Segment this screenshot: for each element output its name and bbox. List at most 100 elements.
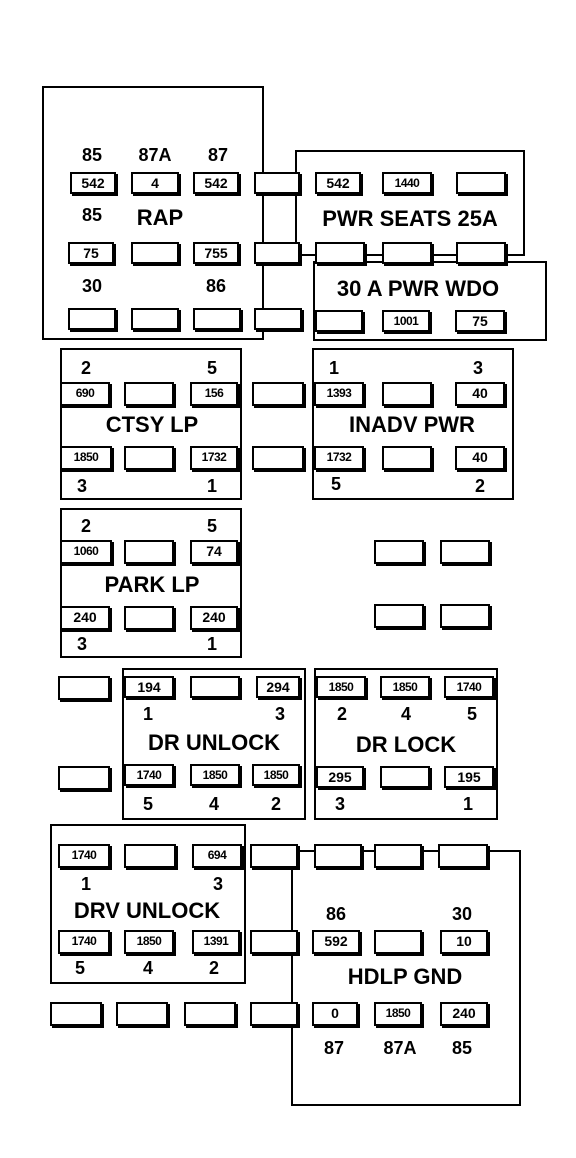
park-lp-title: PARK LP bbox=[104, 572, 200, 597]
drv-unlock-circuit-1391: 1391 bbox=[192, 930, 240, 954]
rap-pin-85-mid: 85 bbox=[81, 205, 103, 225]
ctsy-lp-pin-2: 2 bbox=[80, 358, 91, 378]
ctsy-lp-cavity-empty bbox=[124, 382, 174, 406]
dr-lock-pin-5: 5 bbox=[466, 704, 477, 724]
pwr-wdo-circuit-75: 75 bbox=[455, 310, 505, 332]
dr-unlock-circuit-1740: 1740 bbox=[124, 764, 174, 786]
cavity-empty bbox=[254, 172, 300, 194]
dr-lock-circuit-295: 295 bbox=[316, 766, 364, 788]
pwr-seats-bottom-cavity-3 bbox=[456, 242, 506, 264]
cavity-empty bbox=[254, 308, 302, 330]
hdlp-gnd-pin-85: 85 bbox=[451, 1038, 473, 1058]
hdlp-gnd-pin-30: 30 bbox=[451, 904, 473, 924]
dr-lock-circuit-1850-left: 1850 bbox=[316, 676, 366, 698]
cavity-empty bbox=[58, 676, 110, 700]
rap-pin-86: 86 bbox=[205, 276, 227, 296]
park-lp-cavity-empty bbox=[124, 606, 174, 630]
dr-unlock-pin-1: 1 bbox=[142, 704, 153, 724]
cavity-empty bbox=[438, 844, 488, 868]
ctsy-lp-circuit-156: 156 bbox=[190, 382, 238, 406]
pwr-seats-circuit-542: 542 bbox=[315, 172, 361, 194]
rap-pin-87a: 87A bbox=[138, 145, 172, 165]
cavity-empty bbox=[440, 540, 490, 564]
pwr-seats-outline bbox=[295, 150, 525, 256]
rap-bottom-cavity-2 bbox=[131, 308, 179, 330]
inadv-pwr-pin-5: 5 bbox=[330, 474, 341, 494]
rap-circuit-755: 755 bbox=[193, 242, 239, 264]
cavity-empty bbox=[252, 446, 304, 470]
cavity-empty bbox=[250, 844, 298, 868]
hdlp-gnd-circuit-1850: 1850 bbox=[374, 1002, 422, 1026]
pwr-seats-title: PWR SEATS 25A bbox=[322, 206, 498, 231]
pwr-seats-bottom-cavity-1 bbox=[315, 242, 365, 264]
cavity-empty bbox=[440, 604, 490, 628]
drv-unlock-outline bbox=[50, 824, 246, 984]
drv-unlock-pin-1: 1 bbox=[80, 874, 91, 894]
park-lp-cavity-empty bbox=[124, 540, 174, 564]
inadv-pwr-cavity-empty bbox=[382, 382, 432, 406]
rap-bottom-cavity-3 bbox=[193, 308, 241, 330]
cavity-empty bbox=[116, 1002, 168, 1026]
ctsy-lp-pin-1: 1 bbox=[206, 476, 217, 496]
dr-lock-pin-4: 4 bbox=[400, 704, 411, 724]
dr-unlock-pin-3: 3 bbox=[274, 704, 285, 724]
rap-circuit-542-right: 542 bbox=[193, 172, 239, 194]
dr-lock-cavity-empty bbox=[380, 766, 430, 788]
park-lp-circuit-240-left: 240 bbox=[60, 606, 110, 630]
ctsy-lp-circuit-1732: 1732 bbox=[190, 446, 238, 470]
dr-lock-circuit-1740: 1740 bbox=[444, 676, 494, 698]
ctsy-lp-pin-3: 3 bbox=[76, 476, 87, 496]
hdlp-gnd-circuit-592: 592 bbox=[312, 930, 360, 954]
cavity-empty bbox=[254, 242, 300, 264]
dr-unlock-title: DR UNLOCK bbox=[148, 730, 280, 755]
cavity-empty bbox=[374, 844, 422, 868]
inadv-pwr-outline bbox=[312, 348, 514, 500]
inadv-pwr-circuit-40-top: 40 bbox=[455, 382, 505, 406]
cavity-empty bbox=[184, 1002, 236, 1026]
cavity-empty bbox=[250, 930, 298, 954]
dr-unlock-pin-4: 4 bbox=[208, 794, 219, 814]
dr-unlock-circuit-1850-mid: 1850 bbox=[190, 764, 240, 786]
drv-unlock-circuit-1740-bottom: 1740 bbox=[58, 930, 110, 954]
park-lp-pin-1: 1 bbox=[206, 634, 217, 654]
inadv-pwr-cavity-empty bbox=[382, 446, 432, 470]
inadv-pwr-circuit-1732: 1732 bbox=[314, 446, 364, 470]
hdlp-gnd-cavity-empty bbox=[374, 930, 422, 954]
drv-unlock-circuit-1740-top: 1740 bbox=[58, 844, 110, 868]
dr-lock-pin-2: 2 bbox=[336, 704, 347, 724]
pwr-wdo-title: 30 A PWR WDO bbox=[336, 276, 500, 301]
rap-pin-85-top: 85 bbox=[81, 145, 103, 165]
drv-unlock-cavity-empty bbox=[124, 844, 176, 868]
dr-lock-circuit-195: 195 bbox=[444, 766, 494, 788]
drv-unlock-pin-3: 3 bbox=[212, 874, 223, 894]
ctsy-lp-circuit-1850: 1850 bbox=[60, 446, 112, 470]
dr-unlock-circuit-294: 294 bbox=[256, 676, 300, 698]
hdlp-gnd-pin-87a: 87A bbox=[383, 1038, 417, 1058]
pwr-seats-cavity-empty bbox=[456, 172, 506, 194]
park-lp-outline bbox=[60, 508, 242, 658]
inadv-pwr-pin-3: 3 bbox=[472, 358, 483, 378]
drv-unlock-circuit-1850: 1850 bbox=[124, 930, 174, 954]
cavity-empty bbox=[314, 844, 362, 868]
ctsy-lp-cavity-empty bbox=[124, 446, 174, 470]
cavity-empty bbox=[58, 766, 110, 790]
dr-unlock-circuit-194: 194 bbox=[124, 676, 174, 698]
dr-lock-circuit-1850-mid: 1850 bbox=[380, 676, 430, 698]
drv-unlock-pin-2: 2 bbox=[208, 958, 219, 978]
park-lp-pin-3: 3 bbox=[76, 634, 87, 654]
cavity-empty bbox=[50, 1002, 102, 1026]
rap-cavity-empty bbox=[131, 242, 179, 264]
dr-unlock-cavity-empty bbox=[190, 676, 240, 698]
dr-unlock-circuit-1850-right: 1850 bbox=[252, 764, 300, 786]
ctsy-lp-title: CTSY LP bbox=[105, 412, 199, 437]
hdlp-gnd-circuit-0: 0 bbox=[312, 1002, 358, 1026]
inadv-pwr-circuit-40-bottom: 40 bbox=[455, 446, 505, 470]
drv-unlock-pin-5: 5 bbox=[74, 958, 85, 978]
rap-circuit-75: 75 bbox=[68, 242, 114, 264]
dr-unlock-outline bbox=[122, 668, 306, 820]
rap-pin-87: 87 bbox=[207, 145, 229, 165]
hdlp-gnd-circuit-240: 240 bbox=[440, 1002, 488, 1026]
pwr-wdo-cavity-empty bbox=[315, 310, 363, 332]
rap-title: RAP bbox=[136, 205, 184, 230]
